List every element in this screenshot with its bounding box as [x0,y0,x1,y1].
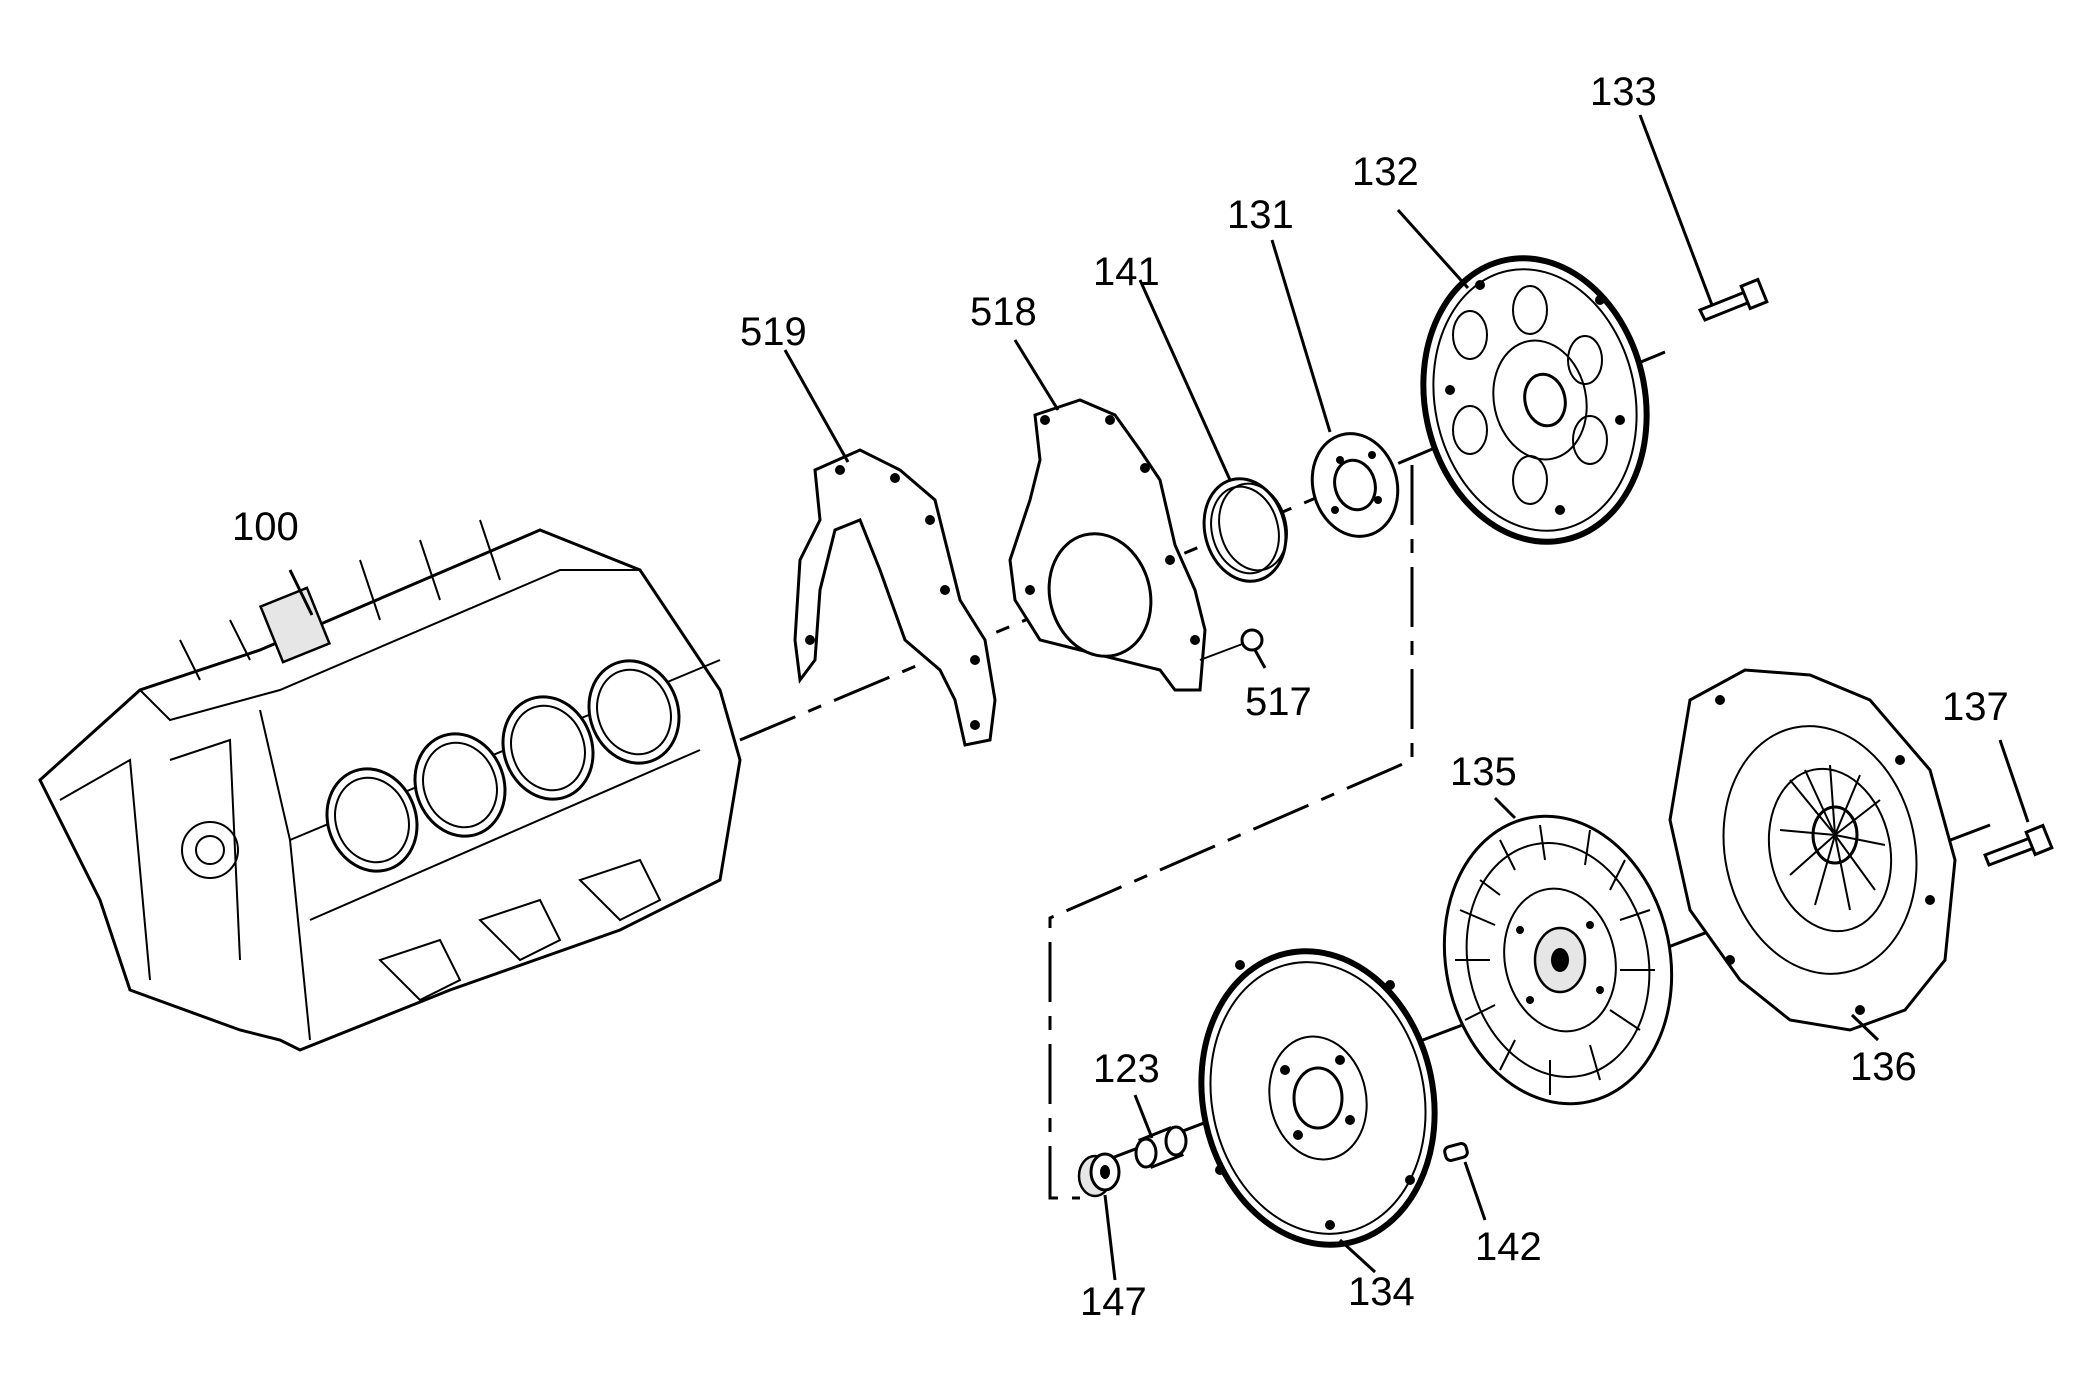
bolt-137 [1983,823,2054,867]
callout-518: 518 [970,290,1037,334]
callout-141: 141 [1093,250,1160,294]
rear-cover-518 [1008,398,1207,692]
callout-labels: 100 519 518 141 131 132 133 517 135 137 … [232,70,2009,1324]
callout-131: 131 [1227,193,1294,237]
bearing-147 [1077,1152,1121,1198]
callout-100: 100 [232,505,299,549]
engine-block-100 [38,519,742,1052]
callout-137: 137 [1942,685,2009,729]
leader-lines [288,114,2030,1281]
bolt-133 [1697,277,1769,322]
callout-123: 123 [1093,1047,1160,1091]
callout-133: 133 [1590,70,1657,114]
callout-517: 517 [1245,680,1312,724]
callout-519: 519 [740,310,807,354]
flywheel-134 [1198,948,1438,1248]
connector-dashed-path [1048,465,1414,1200]
callout-134: 134 [1348,1270,1415,1314]
callout-147: 147 [1080,1280,1147,1324]
flexplate-132 [1420,255,1650,545]
bushing-123 [1134,1125,1188,1169]
clutch-disc-135 [1442,814,1674,1106]
callout-136: 136 [1850,1045,1917,1089]
dowel-pin-142 [1443,1142,1469,1162]
spacer-131 [1310,432,1400,538]
callout-142: 142 [1475,1225,1542,1269]
gasket-519 [793,448,997,747]
rear-seal-141 [1202,477,1288,583]
callout-135: 135 [1450,750,1517,794]
pressure-plate-136 [1668,668,1957,1032]
bolt-517 [1199,628,1264,661]
callout-132: 132 [1352,150,1419,194]
